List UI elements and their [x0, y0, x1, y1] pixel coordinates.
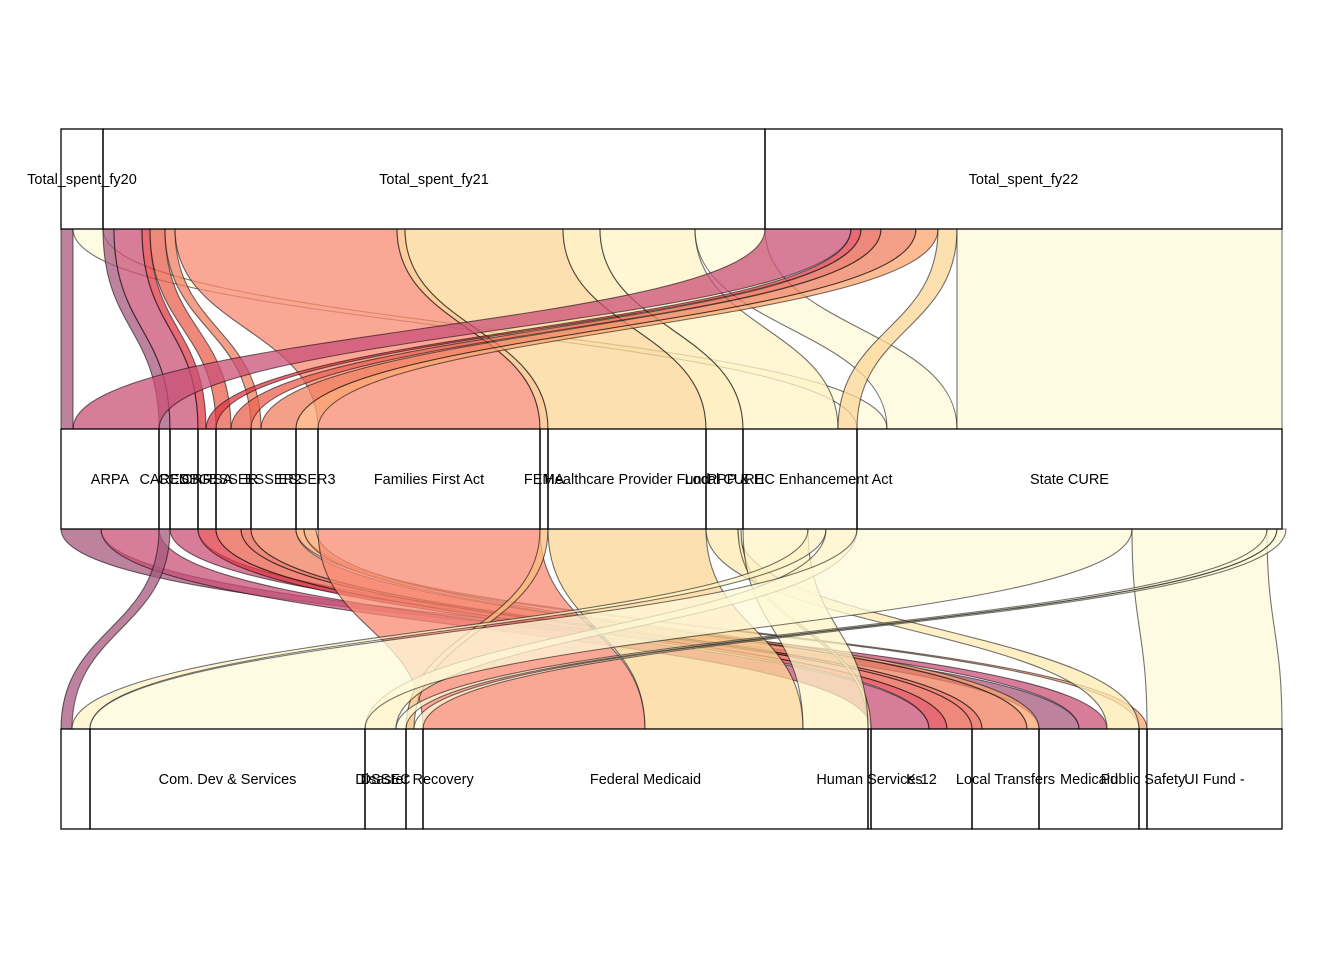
stratum-label-esser3: ESSER3 [278, 472, 335, 488]
stratum-uifund [1146, 728, 1283, 830]
stratum-label-medicaid: Medicaid [1060, 772, 1118, 788]
stratum-label-pubsafety: Public Safety [1101, 772, 1186, 788]
stratum-label-disaster: Disaster Recovery [355, 772, 474, 788]
stratum-label-dssec: DSSEC [361, 772, 411, 788]
stratum-label-fedmed: Federal Medicaid [590, 772, 701, 788]
stratum-label-ffa: Families First Act [374, 472, 484, 488]
stratum-label-statecure: State CURE [1030, 472, 1109, 488]
stratum-label-humsvc: Human Services [816, 772, 922, 788]
stratum-label-hpf: Healthcare Provider Fund [544, 472, 709, 488]
stratum-label-esser2: ESSER2 [245, 472, 302, 488]
stratum-label-cares: CARES [140, 472, 190, 488]
stratum-label-fema: FEMA [524, 472, 565, 488]
stratum-label-fy20: Total_spent_fy20 [27, 172, 137, 188]
stratum-label-ccdbg: CCDBG [158, 472, 210, 488]
flow-fund-category-statecure-to-uifund [1131, 528, 1283, 730]
stratum-label-arpa: ARPA [91, 472, 130, 488]
stratum-fy22 [764, 128, 1283, 230]
flow-year-fund-fy22-to-statecure [956, 228, 1283, 430]
stratum-label-k12: K-12 [906, 772, 937, 788]
strata-layer [60, 128, 1283, 830]
stratum-label-localcure: Local CURE [685, 472, 765, 488]
stratum-c_blank [60, 728, 91, 830]
stratum-label-ppp: PPP & HC Enhancement Act [707, 472, 892, 488]
stratum-label-comdev: Com. Dev & Services [159, 772, 297, 788]
flows-layer [60, 228, 1287, 730]
stratum-label-localtrans: Local Transfers [956, 772, 1055, 788]
stratum-statecure [856, 428, 1283, 530]
stratum-label-uifund: UI Fund - [1184, 772, 1245, 788]
stratum-label-fy21: Total_spent_fy21 [379, 172, 489, 188]
flow-year-fund-fy20-to-arpa [60, 228, 74, 430]
stratum-label-esser: ESSER [209, 472, 258, 488]
stratum-label-fy22: Total_spent_fy22 [969, 172, 1079, 188]
stratum-label-crrsa: CRRSA [182, 472, 233, 488]
labels-layer: Total_spent_fy20 Total_spent_fy21 Total_sp… [27, 172, 1245, 788]
